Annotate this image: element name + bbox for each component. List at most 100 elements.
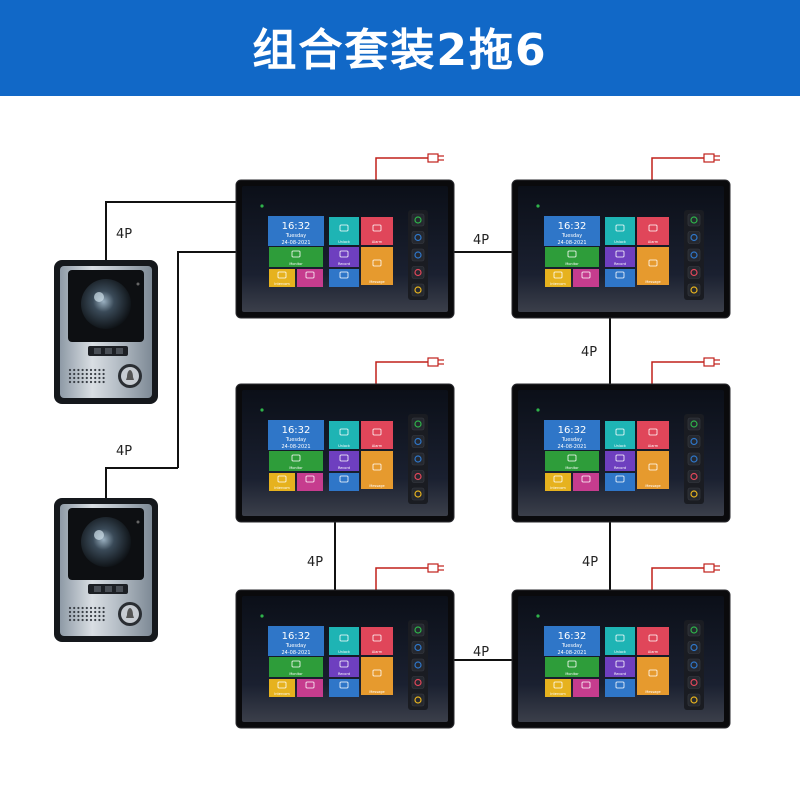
grill-hole (68, 618, 72, 622)
grill-hole (81, 372, 84, 376)
tile-label: Monitor (289, 262, 303, 266)
settings-icon (305, 475, 315, 483)
alarm-icon (648, 224, 658, 232)
grill-hole (73, 368, 76, 372)
side-button (411, 248, 425, 262)
intercom-icon (277, 681, 287, 689)
bell-icon (126, 370, 134, 380)
power-wire (375, 567, 428, 596)
grill-hole (77, 368, 80, 372)
grill-hole (98, 368, 101, 372)
settings-icon (581, 681, 591, 689)
tile-label: Monitor (289, 466, 303, 470)
clock-time: 16:32 (558, 631, 587, 642)
grill-hole (102, 372, 105, 376)
intercom-icon (553, 271, 563, 279)
lock-icon (414, 490, 422, 498)
clock-date: 24-08-2021 (281, 650, 310, 656)
cable-line (105, 467, 178, 502)
clock-tile (544, 420, 600, 450)
cable-label-4p: 4P (116, 444, 132, 459)
tile-label: Alarm (372, 240, 383, 244)
record-icon (615, 250, 625, 258)
power-cable (375, 153, 444, 186)
unlock-icon (339, 224, 349, 232)
grill-hole (94, 368, 97, 372)
intercom-icon (277, 475, 287, 483)
grill-hole (89, 618, 93, 622)
tile-label: Unlock (338, 444, 351, 448)
clock-tile (544, 216, 600, 246)
message-icon (648, 463, 658, 471)
alarm-icon (648, 428, 658, 436)
side-button (687, 266, 701, 279)
monitor-icon (291, 250, 301, 258)
grill-hole (89, 368, 93, 372)
side-button (687, 435, 701, 448)
ir-led (116, 348, 123, 354)
grill-hole (73, 618, 76, 622)
cable-lines (105, 201, 611, 661)
tile-label: Alarm (648, 650, 659, 654)
cable-line (177, 251, 236, 468)
grill-hole (85, 618, 88, 622)
grill-hole (89, 376, 93, 380)
ir-led (94, 348, 101, 354)
grill-hole (85, 372, 88, 376)
grill-hole (85, 614, 88, 618)
unlock-icon (339, 634, 349, 642)
back-icon (690, 216, 698, 224)
power-plug (427, 357, 439, 367)
gallery-icon (339, 271, 349, 279)
status-led (536, 614, 540, 618)
side-button (411, 676, 425, 689)
power-cable (651, 357, 720, 390)
cable-label-4p: 4P (116, 227, 132, 242)
power-cable (375, 563, 444, 596)
grill-hole (98, 618, 101, 622)
grill-hole (98, 380, 101, 384)
grill-hole (85, 606, 88, 610)
record-icon (339, 250, 349, 258)
lock-icon (690, 696, 698, 704)
side-button (411, 658, 425, 672)
tile-label: Unlock (614, 650, 627, 654)
side-button (687, 641, 701, 654)
message-icon (372, 669, 382, 677)
gallery-icon (339, 475, 349, 483)
up-icon (414, 233, 422, 242)
grill-hole (102, 610, 105, 614)
side-button (411, 452, 425, 466)
grill-hole (94, 606, 97, 610)
clock-date: 24-08-2021 (557, 444, 586, 450)
grill-hole (98, 606, 101, 610)
grill-hole (81, 610, 84, 614)
tile-label: Monitor (565, 262, 579, 266)
tile-label: Intercom (550, 282, 566, 286)
intercom-icon (553, 681, 563, 689)
side-button (411, 417, 425, 431)
enter-icon (690, 268, 698, 277)
up-icon (690, 643, 698, 652)
monitor-icon (291, 454, 301, 462)
lock-icon (414, 696, 422, 704)
tile-label: Monitor (289, 672, 303, 676)
grill-hole (89, 372, 93, 376)
lens-glare (94, 292, 104, 302)
side-button (687, 231, 701, 244)
power-plug (703, 357, 715, 367)
down-icon (414, 455, 422, 463)
side-button (411, 266, 425, 279)
clock-time: 16:32 (558, 425, 587, 436)
gallery-icon (615, 271, 625, 279)
message-icon (648, 259, 658, 267)
grill-hole (98, 372, 101, 376)
power-plug (703, 153, 715, 163)
tile-label: Record (614, 672, 626, 676)
grill-hole (89, 614, 93, 618)
intercom-icon (553, 475, 563, 483)
grill-hole (98, 376, 101, 380)
grill-hole (98, 614, 101, 618)
